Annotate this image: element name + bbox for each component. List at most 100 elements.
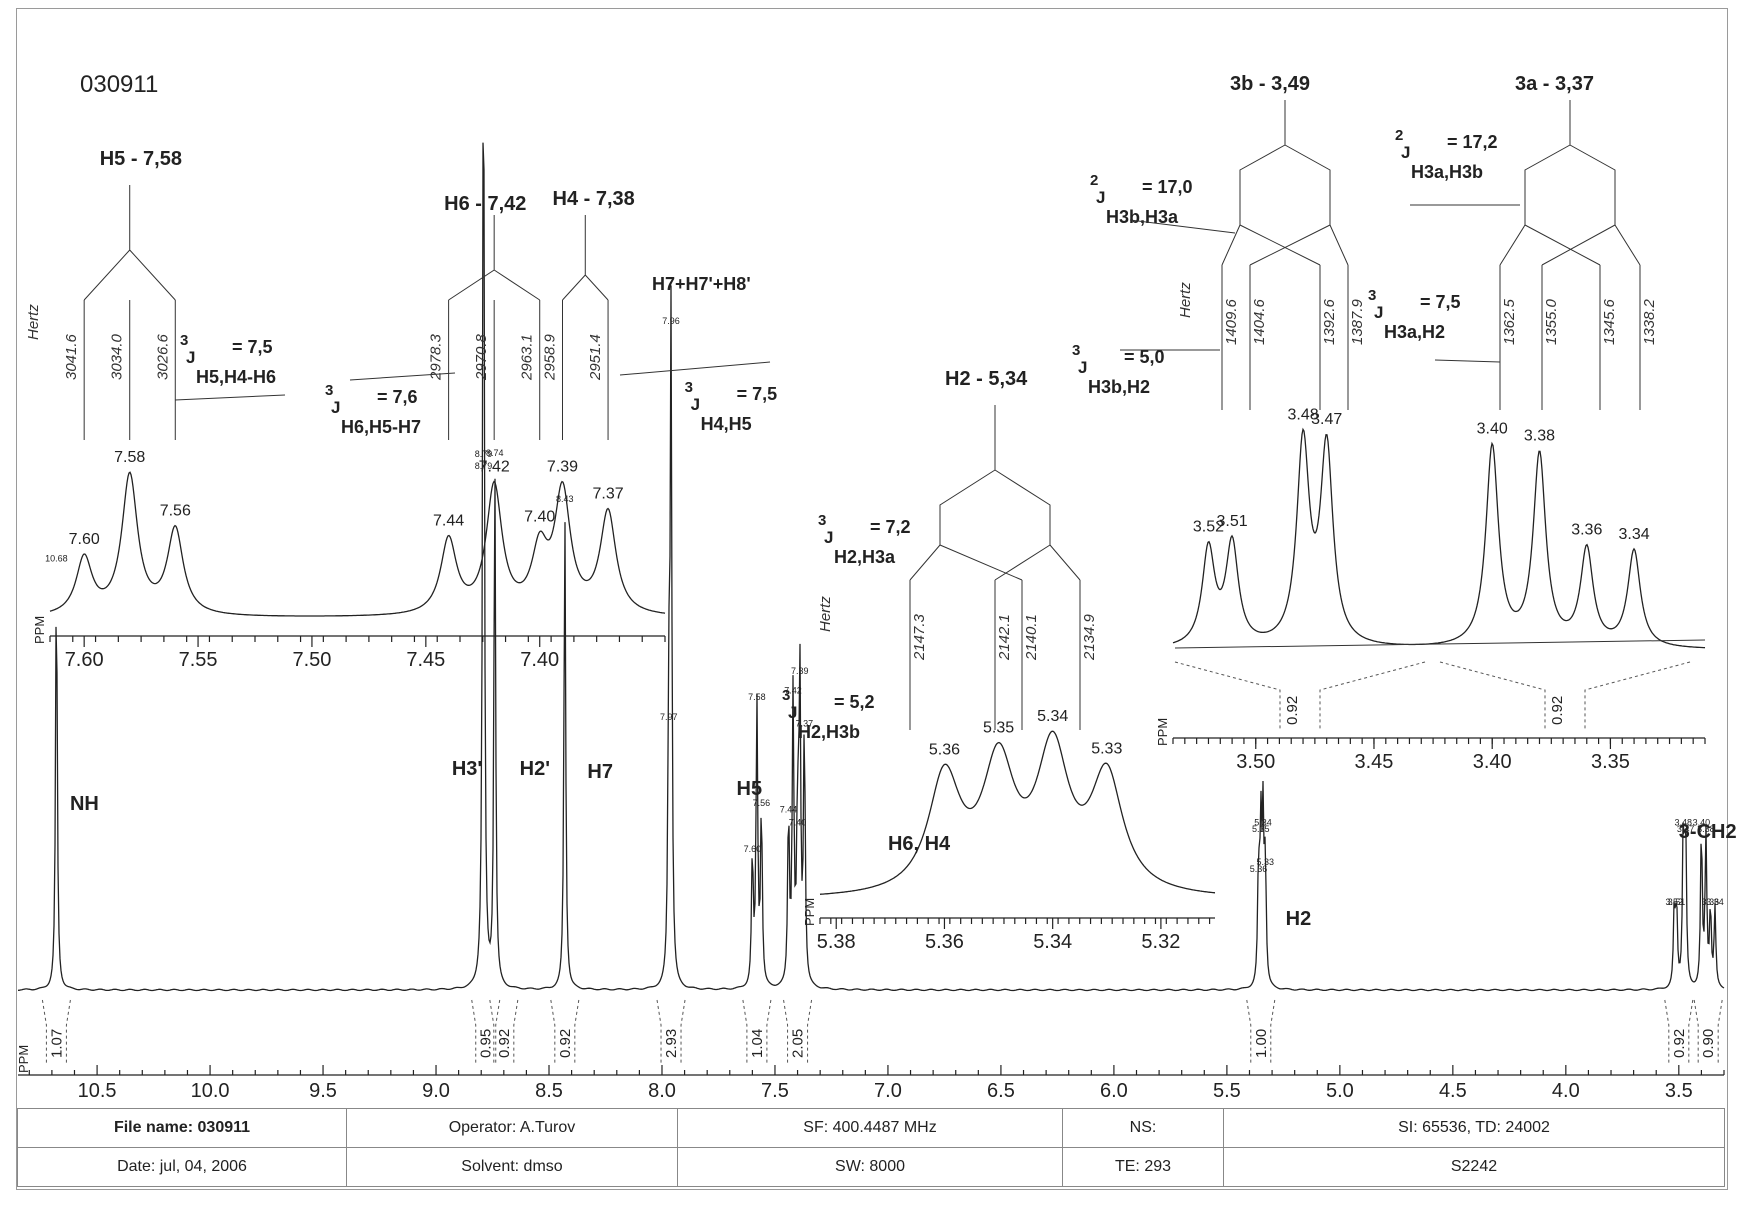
j-h6-j: J (331, 398, 340, 417)
j-h2-h3b-sup: 3 (782, 687, 790, 704)
h5-hz-label: 3026.6 (154, 333, 171, 380)
main-peak-label: 7.44 (780, 804, 798, 814)
inset-1-peak-label: 7.60 (69, 531, 100, 548)
j-h6-sub: H6,H5-H7 (341, 417, 421, 437)
h5-hz-label: 3041.6 (63, 333, 80, 380)
j-h2-h3a-value: = 7,2 (870, 517, 911, 537)
main-peak-label: 7.96 (662, 316, 680, 326)
integral-value: 1.00 (1253, 1029, 1270, 1058)
integral-value: 0.95 (478, 1029, 495, 1058)
main-peak-label: 3.36 (1702, 897, 1720, 907)
main-x-tick-label: 6.5 (987, 1080, 1015, 1102)
main-peak-label: 7.60 (744, 844, 762, 854)
j-h3a-h3b-j: J (1401, 143, 1410, 162)
j-h5-value: = 7,5 (232, 337, 273, 357)
integral-value: 0.90 (1700, 1029, 1717, 1058)
main-peak-label: 5.34 (1254, 818, 1272, 828)
acquisition-info-table: File name: 030911 Operator: A.Turov SF: … (17, 1108, 1725, 1187)
inset-1-peak-label: 7.44 (433, 512, 464, 529)
ch2-hz-label: 1362.5 (1501, 298, 1518, 345)
integral-bracket (656, 999, 686, 1065)
j-h2-h3a-sup: 3 (818, 512, 826, 529)
inset-3-trace (1172, 427, 1706, 649)
inset-2-tick-label: 5.34 (1033, 931, 1072, 953)
inset-1-peak-label: 7.37 (592, 485, 623, 502)
j-h5-j: J (186, 348, 195, 367)
j-h3a-h3b-value: = 17,2 (1447, 132, 1498, 152)
main-peak-label: 7.37 (796, 719, 814, 729)
main-peak-label: 3.51 (1668, 897, 1686, 907)
integral-bracket (1664, 999, 1694, 1065)
main-peak-label: 5.36 (1250, 864, 1268, 874)
main-peak-label: 7.56 (753, 798, 771, 808)
j-h3a-h2-j: J (1374, 303, 1383, 322)
main-spectrum-trace (18, 142, 1725, 992)
assignment-label: H7 (587, 761, 613, 783)
h2-hz-label: 2134.9 (1081, 613, 1098, 661)
j-h2-h3a-j: J (824, 528, 833, 547)
assignment-label: H2 (1286, 908, 1312, 930)
h5-arrow (174, 394, 286, 401)
main-x-tick-label: 6.0 (1100, 1080, 1128, 1102)
integral-bracket (489, 999, 519, 1065)
assignment-label: H5 (737, 778, 763, 800)
h5-hz-label: 3034.0 (109, 333, 126, 380)
inset-3-integral-value: 0.92 (1284, 696, 1301, 725)
inset-2-tick-label: 5.36 (925, 931, 964, 953)
h2-multiplet-label: H2 - 5,34 (945, 368, 1028, 390)
info-row-1: File name: 030911 Operator: A.Turov SF: … (17, 1108, 1725, 1148)
main-x-tick-label: 10.5 (78, 1080, 117, 1102)
inset-3-peak-label: 3.40 (1477, 420, 1508, 437)
main-x-tick-label: 7.0 (874, 1080, 902, 1102)
main-x-tick-label: 4.0 (1552, 1080, 1580, 1102)
inset-1-tick-label: 7.60 (65, 649, 104, 671)
inset-1-tick-label: 7.55 (179, 649, 218, 671)
h4-arrow (619, 361, 771, 376)
h4-multiplet-label: H4 - 7,38 (553, 188, 635, 210)
inset-1-hertz-label: Hertz (25, 304, 42, 340)
h2-hz-label: 2142.1 (996, 614, 1013, 661)
h6-hz-label: 2978.3 (428, 333, 445, 381)
inset-1-tick-label: 7.50 (292, 649, 331, 671)
inset-3-tick-label: 3.50 (1236, 751, 1275, 773)
j-h2-h3a-sub: H2,H3a (834, 547, 896, 567)
main-x-tick-label: 10.0 (191, 1080, 230, 1102)
j-h5-sub: H5,H4-H6 (196, 367, 276, 387)
ch2-hz-label: 1392.6 (1321, 298, 1338, 345)
inset-3-integral-bracket (1439, 661, 1691, 730)
inset-2-peak-label: 5.35 (983, 720, 1014, 737)
integral-bracket (783, 999, 813, 1065)
j-h3b-h2-sup: 3 (1072, 342, 1080, 359)
ch2-arrow (1129, 219, 1236, 234)
inset-1-peak-label: 7.58 (114, 449, 145, 466)
inset-3-integral-value: 0.92 (1549, 696, 1566, 725)
inset-3-integral-bracket (1174, 661, 1426, 730)
inset-3-tick-label: 3.40 (1473, 751, 1512, 773)
ch2-multiplet-label: 3a - 3,37 (1515, 73, 1594, 95)
j-h4-h5-sub: H4,H5 (701, 414, 752, 434)
main-x-tick-label: 4.5 (1439, 1080, 1467, 1102)
si-td-cell: SI: 65536, TD: 24002 (1223, 1108, 1725, 1148)
main-peak-label: 7.58 (748, 692, 766, 702)
inset-2-peak-label: 5.33 (1091, 740, 1122, 757)
j-h3b-h2-sub: H3b,H2 (1088, 377, 1150, 397)
main-peak-label: 8.79 (475, 461, 493, 471)
j-h2-h3b-value: = 5,2 (834, 692, 875, 712)
integral-bracket (1246, 999, 1276, 1065)
h5-multiplet-label: H5 - 7,58 (100, 148, 182, 170)
integral-value: 0.92 (1671, 1029, 1688, 1058)
main-x-tick-label: 8.0 (648, 1080, 676, 1102)
inset-1-peak-label: 7.56 (160, 503, 191, 520)
j-h5-sup: 3 (180, 332, 188, 349)
main-peak-label: 7.97 (660, 712, 678, 722)
inset-3-tick-label: 3.35 (1591, 751, 1630, 773)
main-peak-label: 7.40 (789, 818, 807, 828)
te-cell: TE: 293 (1062, 1147, 1224, 1187)
j-h3a-h2-sub: H3a,H2 (1384, 322, 1445, 342)
j-h2-h3b-j: J (788, 703, 797, 722)
inset-2-peak-label: 5.36 (929, 742, 960, 759)
inset-1-x-axis-label: PPM (32, 616, 47, 644)
main-peak-label: 8.79 (475, 449, 493, 459)
j-h3b-h3a-sup: 2 (1090, 172, 1098, 189)
inset-3-peak-label: 3.34 (1618, 526, 1649, 543)
